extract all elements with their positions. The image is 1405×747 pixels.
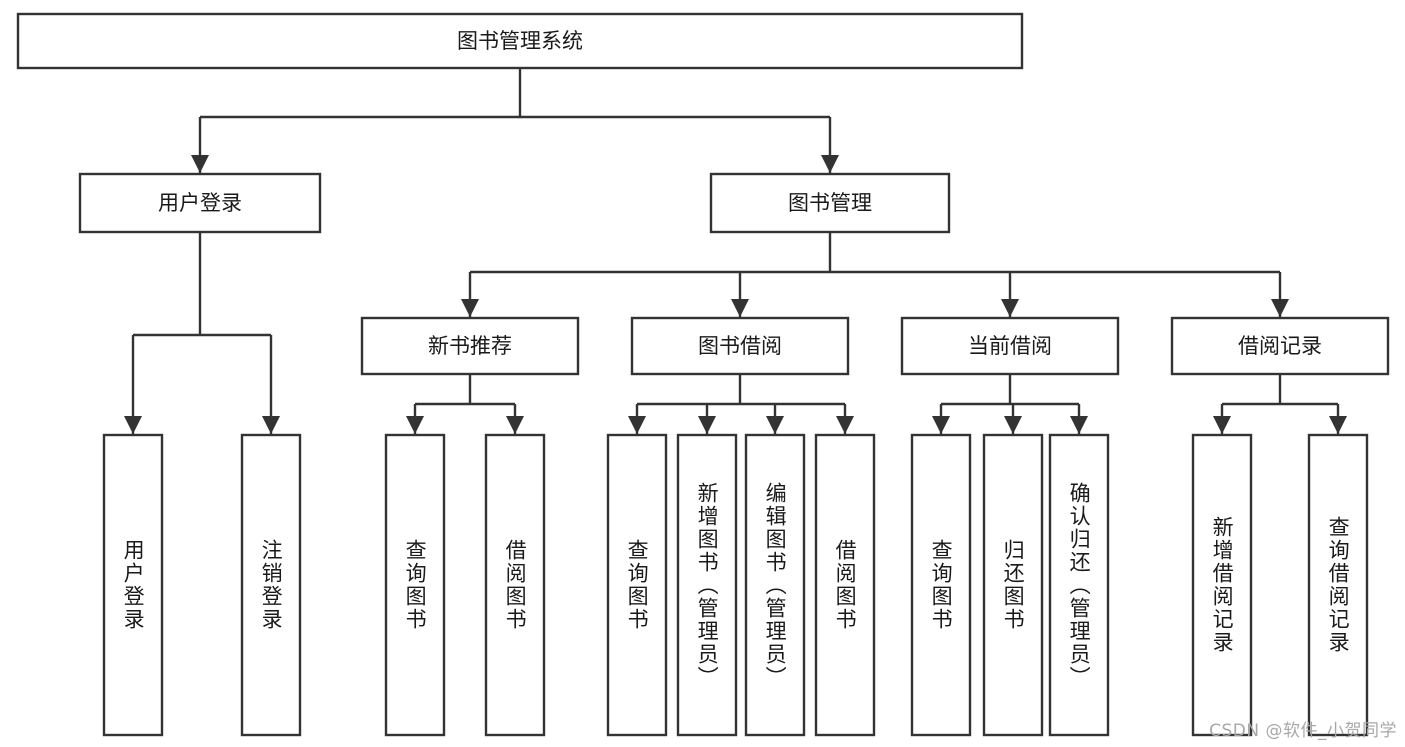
arrow-head-icon xyxy=(1213,416,1231,434)
node-box-root[interactable] xyxy=(16,12,1024,70)
arrow-head-icon xyxy=(461,299,479,317)
arrow-head-icon xyxy=(932,416,950,434)
node-label-borrow: 图书借阅 xyxy=(698,334,782,358)
node-box-newbook[interactable] xyxy=(360,316,580,376)
node-label-records: 借阅记录 xyxy=(1238,334,1322,358)
watermark-credit: CSDN @软件_小贺同学 xyxy=(1209,721,1397,741)
arrow-head-icon xyxy=(836,416,854,434)
arrow-head-icon xyxy=(191,155,209,173)
node-label-current: 当前借阅 xyxy=(968,334,1052,358)
arrow-head-icon xyxy=(1001,299,1019,317)
node-box-borrow[interactable] xyxy=(630,316,850,376)
arrow-head-icon xyxy=(1070,416,1088,434)
node-box-bookmgmt[interactable] xyxy=(709,172,951,234)
node-box-current[interactable] xyxy=(900,316,1120,376)
arrow-head-icon xyxy=(628,416,646,434)
arrow-head-icon xyxy=(1004,416,1022,434)
node-box-leaf-borrow-add[interactable] xyxy=(676,433,738,737)
arrow-head-icon xyxy=(821,155,839,173)
arrow-head-icon xyxy=(506,416,524,434)
arrow-head-icon xyxy=(262,416,280,434)
node-box-records[interactable] xyxy=(1170,316,1390,376)
node-box-leaf-cur-query[interactable] xyxy=(910,433,972,737)
boxes-layer xyxy=(16,12,1390,737)
connectors-layer xyxy=(124,68,1347,434)
arrow-head-icon xyxy=(766,416,784,434)
node-box-leaf-borrow-query[interactable] xyxy=(606,433,668,737)
arrow-head-icon xyxy=(698,416,716,434)
arrow-head-icon xyxy=(1271,299,1289,317)
node-box-leaf-borrow-lend[interactable] xyxy=(814,433,876,737)
node-box-leaf-cur-confirm[interactable] xyxy=(1048,433,1110,737)
node-box-leaf-user-logout[interactable] xyxy=(240,433,302,737)
node-box-leaf-rec-query[interactable] xyxy=(1307,433,1369,737)
node-box-leaf-borrow-edit[interactable] xyxy=(744,433,806,737)
node-label-login: 用户登录 xyxy=(158,191,242,215)
node-label-newbook: 新书推荐 xyxy=(428,334,512,358)
node-label-bookmgmt: 图书管理 xyxy=(788,191,872,215)
node-box-leaf-user-login[interactable] xyxy=(102,433,164,737)
arrow-head-icon xyxy=(124,416,142,434)
node-box-leaf-new-borrow[interactable] xyxy=(484,433,546,737)
node-box-leaf-cur-return[interactable] xyxy=(982,433,1044,737)
node-label-root: 图书管理系统 xyxy=(457,29,583,53)
arrow-head-icon xyxy=(406,416,424,434)
node-box-leaf-rec-add[interactable] xyxy=(1191,433,1253,737)
arrow-head-icon xyxy=(1329,416,1347,434)
node-box-leaf-new-query[interactable] xyxy=(384,433,446,737)
arrow-head-icon xyxy=(731,299,749,317)
node-box-login[interactable] xyxy=(78,172,322,234)
